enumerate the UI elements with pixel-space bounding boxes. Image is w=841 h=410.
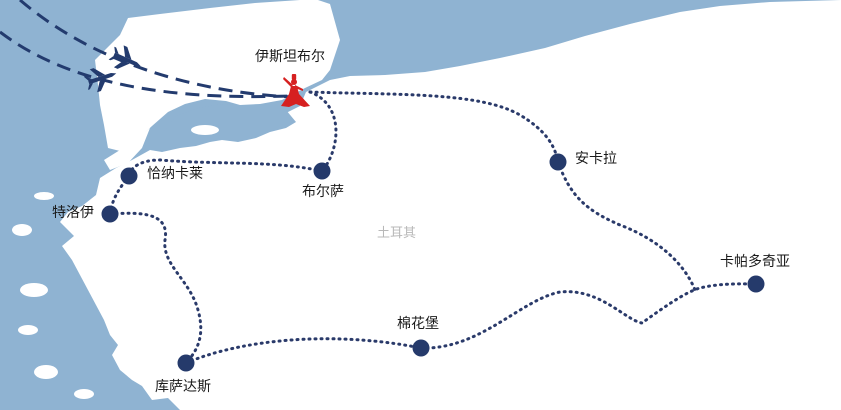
island bbox=[18, 325, 38, 335]
city-marker-canakkale bbox=[120, 167, 138, 185]
island bbox=[12, 224, 32, 236]
route-pamukkale-cappadocia bbox=[419, 282, 758, 350]
land-anatolia bbox=[60, 0, 841, 410]
city-label-istanbul: 伊斯坦布尔 bbox=[255, 49, 325, 65]
city-label-bursa: 布尔萨 bbox=[302, 184, 344, 200]
route-bursa-canakkale bbox=[127, 158, 324, 178]
island bbox=[211, 146, 225, 154]
route-istanbul-bursa bbox=[308, 90, 338, 173]
city-label-kusadasi: 库萨达斯 bbox=[155, 379, 211, 395]
flight-path bbox=[19, 0, 293, 99]
land-gallipoli bbox=[104, 128, 150, 170]
island bbox=[34, 365, 58, 379]
whirling-dervish-icon bbox=[281, 74, 310, 107]
city-marker-kusadasi bbox=[177, 354, 195, 372]
route-kusadasi-pamukkale bbox=[184, 337, 423, 365]
airplane-icon bbox=[83, 68, 117, 93]
island bbox=[34, 192, 54, 200]
city-marker-cappadocia bbox=[747, 275, 765, 293]
airplane-icon bbox=[108, 45, 141, 69]
flight-path bbox=[0, 30, 291, 99]
city-marker-ankara bbox=[549, 153, 567, 171]
city-marker-bursa bbox=[313, 162, 331, 180]
city-marker-troy bbox=[101, 205, 119, 223]
city-label-pamukkale: 棉花堡 bbox=[397, 316, 439, 332]
land-thrace bbox=[95, 0, 340, 151]
island bbox=[191, 125, 219, 135]
city-label-troy: 特洛伊 bbox=[52, 205, 94, 221]
city-label-cappadocia: 卡帕多奇亚 bbox=[720, 254, 790, 270]
country-label: 土耳其 bbox=[377, 226, 417, 241]
sea-of-marmara bbox=[150, 104, 296, 152]
island bbox=[74, 389, 94, 399]
route-canakkale-troy bbox=[108, 174, 131, 216]
route-ankara-cappadocia bbox=[556, 160, 697, 292]
city-marker-pamukkale bbox=[412, 339, 430, 357]
city-label-canakkale: 恰纳卡莱 bbox=[147, 166, 203, 182]
route-troy-kusadasi bbox=[108, 211, 203, 365]
route-istanbul-ankara bbox=[308, 90, 560, 164]
city-label-ankara: 安卡拉 bbox=[575, 151, 617, 167]
island bbox=[20, 283, 48, 297]
